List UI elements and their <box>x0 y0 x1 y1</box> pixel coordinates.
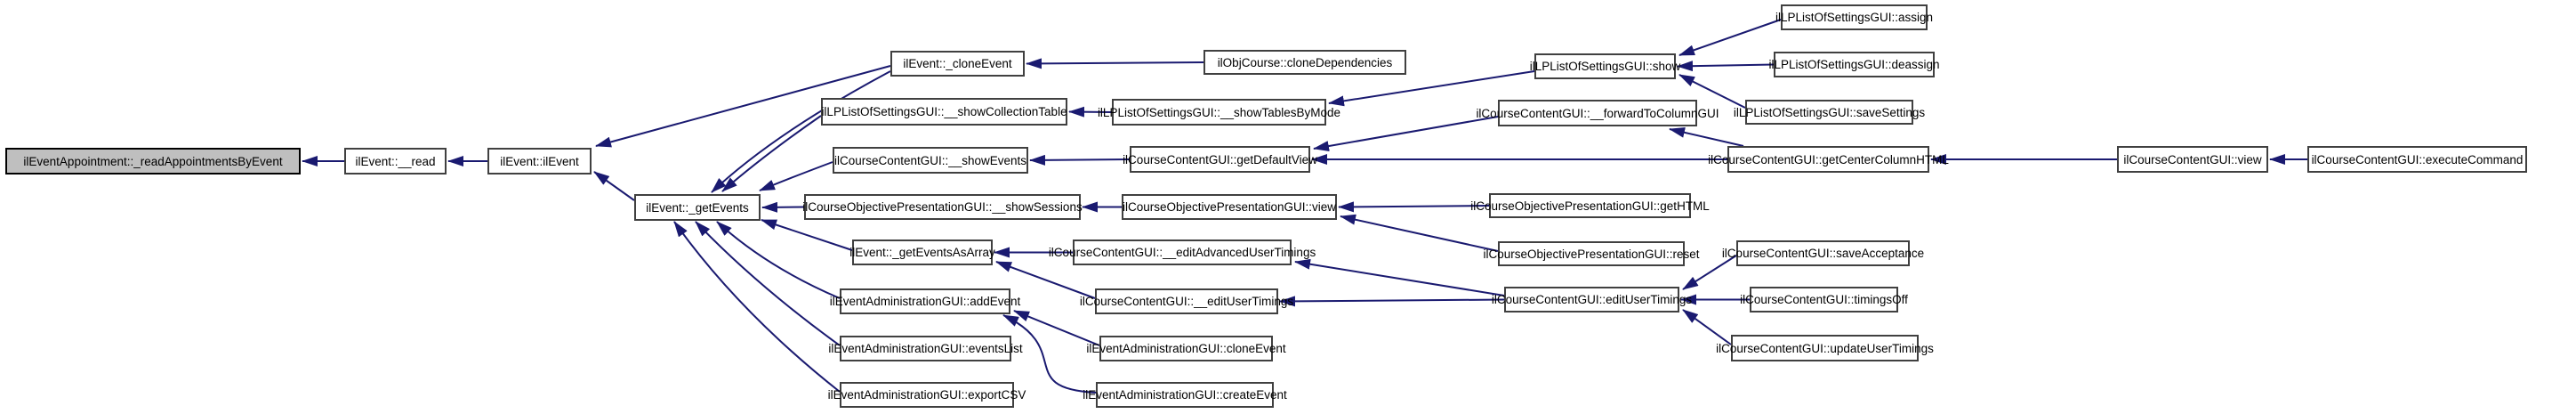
edge-adminCloneEvent-to-addEvent <box>1013 310 1100 346</box>
node-show[interactable]: ilLPListOfSettingsGUI::show <box>1530 53 1680 79</box>
edge-getEvents-to-ctor <box>593 171 635 201</box>
node-timingsOff[interactable]: ilCourseContentGUI::timingsOff <box>1740 287 1908 313</box>
node-createEvent[interactable]: ilEventAdministrationGUI::createEvent <box>1083 382 1287 408</box>
edge-exportCSV-to-getEvents <box>673 221 841 393</box>
edge-saveAcceptance-to-editUserTimings <box>1682 255 1737 290</box>
node-getEvents[interactable]: ilEvent::_getEvents <box>634 194 761 221</box>
node-addEvent[interactable]: ilEventAdministrationGUI::addEvent <box>830 288 1020 314</box>
edge-getEventsAsArray-to-getEvents <box>761 219 853 251</box>
edge-saveSettings-to-show <box>1678 74 1746 109</box>
edge-assign-to-show <box>1678 19 1782 56</box>
node-saveAcceptance[interactable]: ilCourseContentGUI::saveAcceptance <box>1722 240 1924 266</box>
edge-deassign-to-show <box>1677 61 1775 72</box>
edge-showCollectionTable-to-getEvents <box>721 115 822 192</box>
edge-getHTML-to-objView <box>1338 201 1490 213</box>
edge-forwardToColumnGUI-to-getDefaultView <box>1313 116 1499 151</box>
edge-eventsList-to-getEvents <box>695 221 841 346</box>
edge-updateUserTimings-to-editUserTimings <box>1682 309 1732 345</box>
node-showTablesByMode[interactable]: ilLPListOfSettingsGUI::__showTablesByMod… <box>1098 99 1340 126</box>
node-showEvents[interactable]: ilCourseContentGUI::__showEvents <box>833 147 1028 174</box>
node-cloneDependencies[interactable]: ilObjCourse::cloneDependencies <box>1203 50 1406 75</box>
node-getHTML[interactable]: ilCourseObjectivePresentationGUI::getHTM… <box>1470 193 1710 218</box>
edge-createEvent-to-addEvent <box>1002 314 1097 394</box>
node-reset[interactable]: ilCourseObjectivePresentationGUI::reset <box>1483 241 1700 266</box>
edge-show-to-showTablesByMode <box>1328 70 1535 107</box>
node-assign[interactable]: ilLPListOfSettingsGUI::assign <box>1775 4 1933 30</box>
edge-getDefaultView-to-showEvents <box>1029 154 1131 166</box>
node-updateUserTimings[interactable]: ilCourseContentGUI::updateUserTimings <box>1716 335 1934 361</box>
node-showSessions[interactable]: ilCourseObjectivePresentationGUI::__show… <box>802 194 1083 220</box>
node-objView[interactable]: ilCourseObjectivePresentationGUI::view <box>1122 194 1337 220</box>
node-executeCommand[interactable]: ilCourseContentGUI::executeCommand <box>2307 146 2527 173</box>
node-showCollectionTable[interactable]: ilLPListOfSettingsGUI::__showCollectionT… <box>821 98 1067 126</box>
node-cloneEvent[interactable]: ilEvent::_cloneEvent <box>890 51 1025 77</box>
node-read[interactable]: ilEvent::__read <box>344 148 447 175</box>
node-editUserTimingsPriv[interactable]: ilCourseContentGUI::__editUserTimings <box>1080 288 1293 314</box>
edge-cloneEvent-to-ctor <box>595 65 891 148</box>
node-deassign[interactable]: ilLPListOfSettingsGUI::deassign <box>1768 52 1940 77</box>
edge-cloneDependencies-to-cloneEvent <box>1026 58 1204 69</box>
node-adminCloneEvent[interactable]: ilEventAdministrationGUI::cloneEvent <box>1086 336 1286 361</box>
node-forwardToColumnGUI[interactable]: ilCourseContentGUI::__forwardToColumnGUI <box>1476 100 1719 126</box>
node-getDefaultView[interactable]: ilCourseContentGUI::getDefaultView <box>1123 146 1317 173</box>
node-eventsList[interactable]: ilEventAdministrationGUI::eventsList <box>828 336 1023 361</box>
node-readAppointmentsByEvent: ilEventAppointment::_readAppointmentsByE… <box>5 148 301 175</box>
node-exportCSV[interactable]: ilEventAdministrationGUI::exportCSV <box>828 382 1026 408</box>
edge-showEvents-to-getEvents <box>759 161 833 191</box>
node-contentView[interactable]: ilCourseContentGUI::view <box>2117 146 2268 173</box>
edge-editUserTimingsPriv-to-getEventsAsArray <box>995 261 1096 299</box>
edge-getCenterColumnHTML-to-forwardToColumnGUI <box>1669 126 1744 147</box>
node-editUserTimings[interactable]: ilCourseContentGUI::editUserTimings <box>1492 287 1692 313</box>
node-saveSettings[interactable]: ilLPListOfSettingsGUI::saveSettings <box>1734 100 1925 125</box>
edge-reset-to-objView <box>1340 214 1499 252</box>
edge-editUserTimings-to-editAdvancedUserTimings <box>1294 258 1505 296</box>
node-getCenterColumnHTML[interactable]: ilCourseContentGUI::getCenterColumnHTML <box>1708 146 1949 173</box>
node-editAdvancedUserTimings[interactable]: ilCourseContentGUI::__editAdvancedUserTi… <box>1049 239 1316 265</box>
edge-showSessions-to-getEvents <box>761 201 805 213</box>
edge-addEvent-to-getEvents <box>716 221 841 299</box>
edge-showTablesByMode-to-showCollectionTable <box>1068 106 1113 118</box>
node-ctor[interactable]: ilEvent::ilEvent <box>487 148 592 175</box>
node-getEventsAsArray[interactable]: ilEvent::_getEventsAsArray <box>849 239 995 265</box>
edge-editUserTimings-to-editUserTimingsPriv <box>1279 296 1505 307</box>
